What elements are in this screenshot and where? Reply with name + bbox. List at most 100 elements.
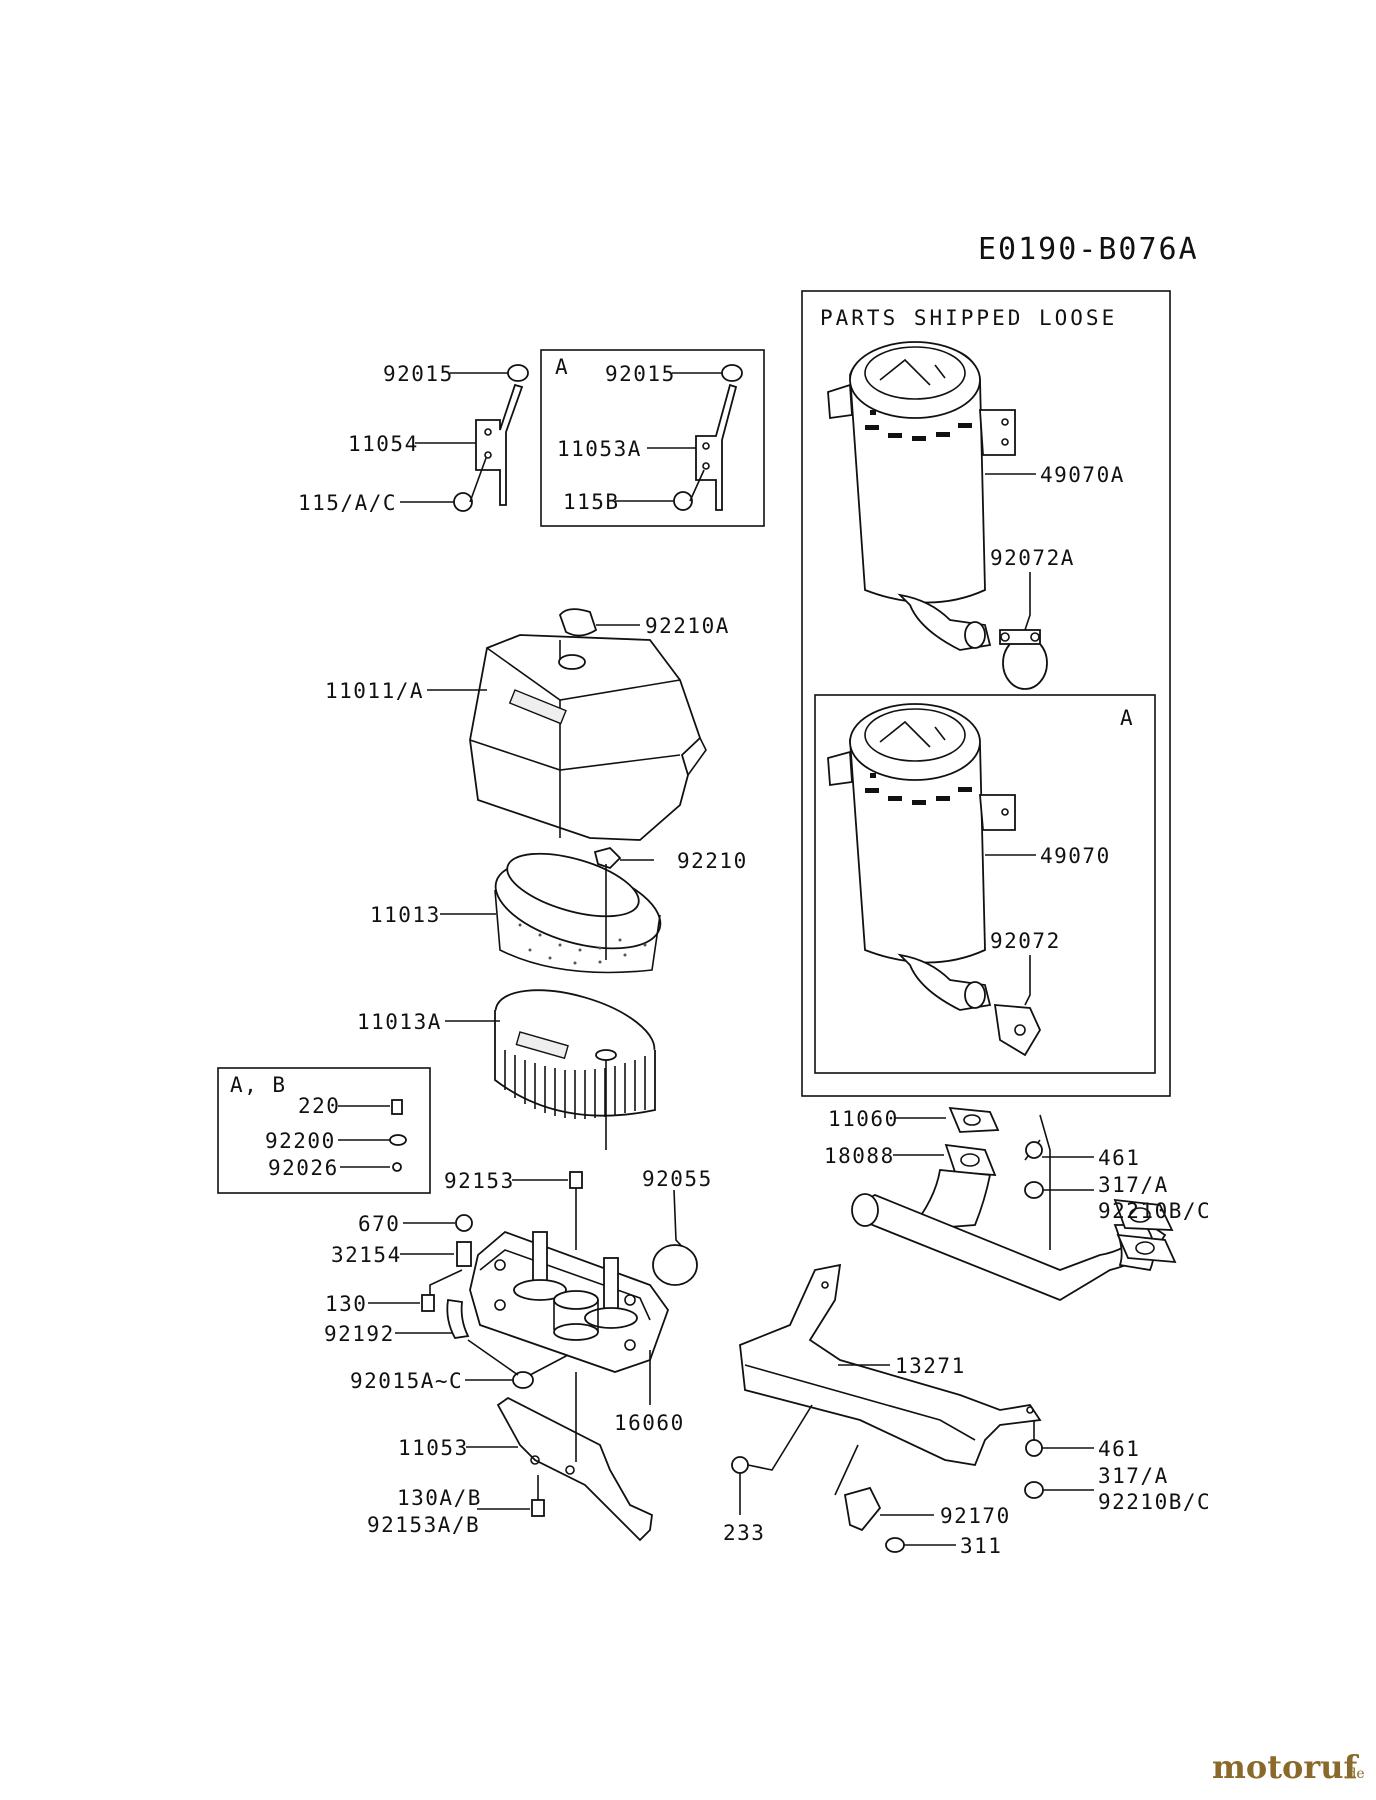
base-small-parts-group: 92153 92055 670 32154 130 92192 [324,1167,713,1346]
box-a-top: A 92015 11053A 115B [540,349,765,527]
bracket-11053-group: 11053 130A/B 92153A/B [367,1372,653,1542]
label-317a-top: 317/A [1098,1173,1169,1197]
muffler-49070-group: 49070 92072 [827,703,1111,1057]
nut-311 [885,1537,905,1553]
label-130: 130 [325,1292,367,1316]
bolt-92153 [569,1171,583,1189]
label-317a-bot: 317/A [1098,1464,1169,1488]
label-92170: 92170 [940,1504,1011,1528]
fitting-32154 [456,1241,472,1267]
label-233: 233 [723,1521,765,1545]
ring-670 [455,1214,473,1232]
filter-11013a-group: 11013A [357,989,656,1150]
cover-11011a [469,634,702,841]
parts-shipped-loose-box: PARTS SHIPPED LOOSE 49070A 92072A [801,290,1171,1097]
bracket-11053 [496,1396,653,1542]
label-130ab: 130A/B [397,1486,482,1510]
label-92055: 92055 [642,1167,713,1191]
label-92200: 92200 [265,1129,336,1153]
label-115b: 115B [563,490,620,514]
label-11011a: 11011/A [325,679,424,703]
base-plate-16060-group: 16060 92015A~C [350,1230,685,1435]
watermark-brand: motoruf [1212,1748,1359,1786]
label-115ac: 115/A/C [298,491,397,515]
bracket-11053a [695,383,738,511]
clamp-92072 [993,1004,1042,1057]
nut-92015-left [507,364,529,382]
label-92015-box: 92015 [605,362,676,386]
hose-92192 [446,1298,470,1339]
label-11054: 11054 [348,432,419,456]
nut-461-top [1025,1141,1043,1159]
bolt-130ab [531,1499,545,1517]
label-461-bot: 461 [1098,1437,1140,1461]
nut-92015ac [512,1371,534,1389]
label-311: 311 [960,1534,1002,1558]
label-13271: 13271 [895,1354,966,1378]
label-461-top: 461 [1098,1146,1140,1170]
label-92153: 92153 [444,1169,515,1193]
label-92210bc-top: 92210B/C [1098,1199,1211,1223]
label-92210a: 92210A [645,614,730,638]
watermark-suffix: .de [1343,1766,1365,1782]
stud-left [532,1231,548,1285]
bolt-130 [421,1294,435,1312]
knob-92210a [558,608,598,637]
label-92015-left: 92015 [383,362,454,386]
box-a-muffler [814,694,1156,1074]
box-a-muffler-title: A [1120,706,1134,730]
label-92192: 92192 [324,1322,395,1346]
diagram-code: E0190-B076A [978,232,1199,267]
stud-right [603,1257,619,1311]
label-11013a: 11013A [357,1010,442,1034]
watermark: motoruf .de [1212,1748,1365,1786]
label-11053a: 11053A [557,437,642,461]
heat-shield-13271-group: 13271 461 317/A 92210B/C 233 92170 311 [723,1263,1211,1558]
nut-317a-top [1024,1181,1044,1199]
box-ab: A, B 220 92200 92026 [217,1067,431,1194]
label-18088: 18088 [824,1144,895,1168]
label-16060: 16060 [614,1411,685,1435]
bolt-115b [673,491,693,511]
label-92153ab: 92153A/B [367,1513,480,1537]
heat-shield-13271 [739,1263,1042,1467]
label-92210bc-bot: 92210B/C [1098,1490,1211,1514]
ring-92026 [392,1162,402,1172]
label-11060: 11060 [828,1107,899,1131]
box-ab-title: A, B [230,1073,287,1097]
nut-317a-bot [1024,1481,1044,1499]
exhaust-pipe-group: 11060 18088 461 317/A 92210B/C [824,1106,1211,1302]
pipe-18088 [944,1143,997,1177]
gasket-lower [1116,1233,1177,1264]
oring-92055 [652,1244,698,1286]
label-92072: 92072 [990,929,1061,953]
air-cleaner-cover-group: 92210A 11011/A [325,608,730,841]
label-92026: 92026 [268,1156,339,1180]
nut-92015-box [721,364,743,382]
label-92072a: 92072A [990,546,1075,570]
label-11053: 11053 [398,1436,469,1460]
label-32154: 32154 [331,1243,402,1267]
clamp-92170 [843,1486,882,1532]
label-92210: 92210 [677,849,748,873]
bolt-115ac [453,492,473,512]
muffler-49070a-group: 49070A 92072A [827,341,1125,690]
parts-loose-title: PARTS SHIPPED LOOSE [820,306,1117,330]
bracket-11054-group: 92015 11054 115/A/C [298,362,529,515]
box-a-top-title: A [555,355,569,379]
label-11013: 11013 [370,903,441,927]
nut-461-bot [1025,1439,1043,1457]
screw-220 [391,1099,403,1115]
bracket-11054 [475,383,524,506]
gasket-11060 [948,1106,1000,1133]
wing-nut-92210 [593,846,622,870]
wing-nut-92210-group: 92210 [593,846,748,873]
label-49070: 49070 [1040,844,1111,868]
prefilter-11013-group: 11013 [370,852,662,974]
label-49070a: 49070A [1040,463,1125,487]
label-92015ac: 92015A~C [350,1369,463,1393]
washer-92200 [389,1134,407,1146]
label-670: 670 [358,1212,400,1236]
